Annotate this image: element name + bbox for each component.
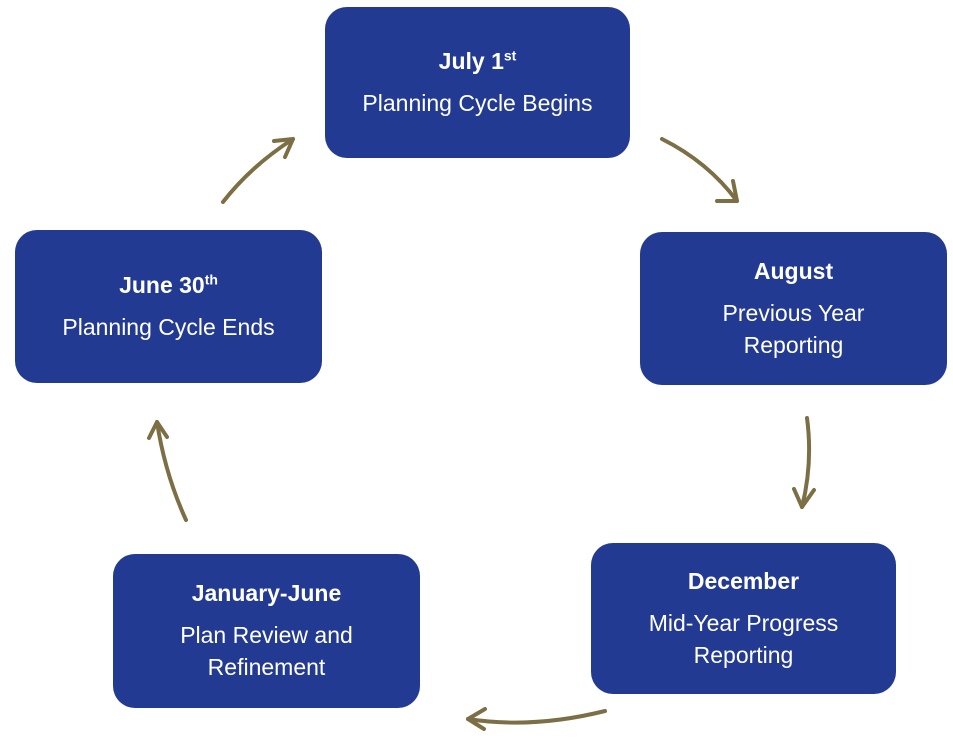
stage-title-text: August <box>753 257 834 284</box>
stage-description: Mid-Year Progress Reporting <box>648 609 839 668</box>
arrow-january-to-june <box>147 420 188 522</box>
arrow-august-to-december <box>792 416 816 509</box>
stage-august: August Previous Year Reporting <box>640 232 947 385</box>
stage-january-june: January-June Plan Review and Refinement <box>113 554 420 708</box>
stage-title-suffix: st <box>503 46 517 63</box>
stage-title-text: June 30 <box>119 271 205 298</box>
stage-title-text: January-June <box>191 580 342 606</box>
stage-title: December <box>688 567 799 595</box>
stage-june-30: June 30th Planning Cycle Ends <box>15 230 322 383</box>
stage-title: January-June <box>192 579 342 607</box>
arrow-june-to-july <box>221 137 295 204</box>
stage-description: Planning Cycle Ends <box>62 313 275 340</box>
stage-title-text: December <box>687 567 800 594</box>
arrow-july-to-august <box>660 137 739 203</box>
stage-title-suffix: th <box>204 270 218 287</box>
stage-title: August <box>754 257 833 285</box>
stage-title-text: July 1 <box>438 47 504 74</box>
stage-title: July 1st <box>439 47 517 75</box>
arrow-december-to-january <box>466 707 607 731</box>
stage-description: Previous Year Reporting <box>722 299 865 358</box>
stage-description: Plan Review and Refinement <box>180 622 353 680</box>
stage-december: December Mid-Year Progress Reporting <box>591 543 896 694</box>
stage-july-1: July 1st Planning Cycle Begins <box>325 7 630 158</box>
stage-description: Planning Cycle Begins <box>362 89 593 116</box>
stage-title: June 30th <box>119 271 218 299</box>
